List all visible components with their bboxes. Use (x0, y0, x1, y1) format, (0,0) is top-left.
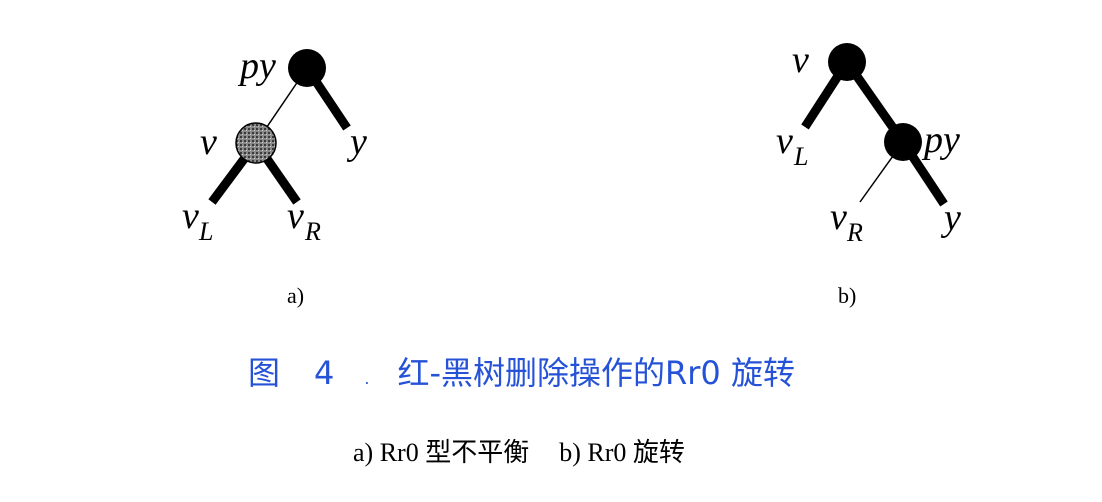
node-v-b (828, 43, 866, 81)
label-vL: v (182, 195, 199, 237)
label-vL-subscript: L (198, 217, 213, 246)
figure-dot: . (364, 369, 370, 388)
diagram-canvas: py v y v L v R v py v L v R y (182, 39, 961, 247)
caption-part-b: b) Rr0 旋转 (559, 438, 685, 467)
label-v: v (200, 121, 217, 163)
label-vR-subscript: R (304, 217, 321, 246)
label-y-b: y (940, 197, 961, 239)
label-vL-b: v (776, 120, 793, 162)
label-y: y (346, 121, 367, 163)
panel-b-tree: v py v L v R y (776, 39, 961, 247)
label-vL-b-subscript: L (793, 142, 808, 171)
label-vR-b: v (830, 196, 847, 238)
figure-prefix: 图 (248, 354, 281, 392)
label-v-b: v (792, 39, 809, 81)
panel-b-label: b) (838, 283, 857, 308)
figure-caption: a) Rr0 型不平衡 b) Rr0 旋转 (353, 432, 685, 469)
panel-a-tree: py v y v L v R (182, 45, 367, 246)
figure-title-text: 红-黑树删除操作的Rr0 旋转 (397, 354, 795, 392)
label-py-b: py (921, 119, 960, 161)
node-py (288, 49, 326, 87)
panel-a-label: a) (287, 283, 305, 308)
node-v-red (235, 122, 277, 164)
label-vR-b-subscript: R (846, 218, 863, 247)
label-py: py (237, 45, 276, 87)
node-py-b (884, 123, 922, 161)
label-vR: v (287, 195, 304, 237)
caption-part-a: a) Rr0 型不平衡 (353, 438, 530, 467)
figure-number: 4 (314, 354, 335, 392)
